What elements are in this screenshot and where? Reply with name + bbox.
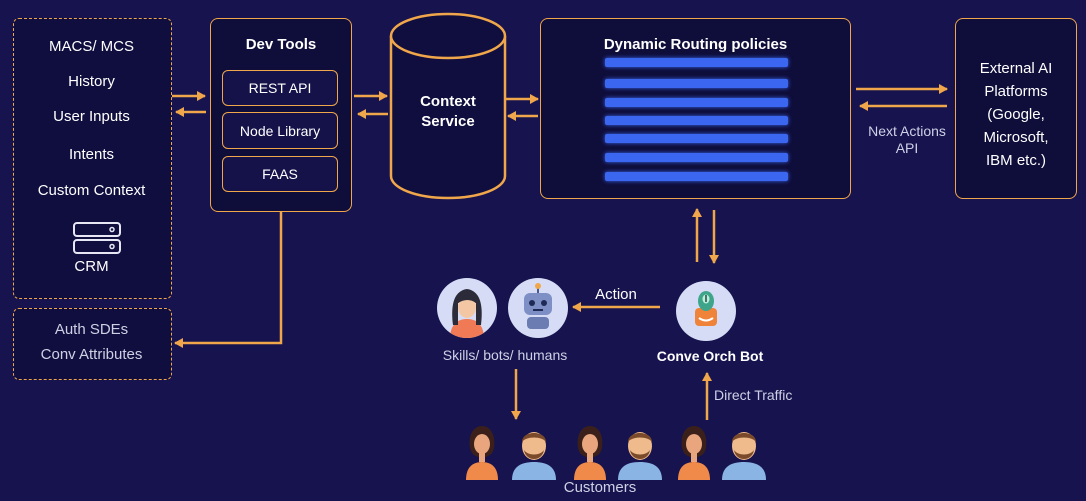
external-ai-panel [955,18,1077,199]
policy-bar [605,116,788,125]
source-custom-context: Custom Context [37,182,146,199]
crm-label: CRM [74,258,109,275]
direct-traffic-label: Direct Traffic [714,387,793,403]
policy-bar [605,79,788,88]
auth-panel [13,308,172,380]
robot-icon [508,278,568,338]
external-line: IBM etc.) [985,152,1046,169]
source-intents: Intents [68,146,115,163]
skills-label: Skills/ bots/ humans [442,347,568,363]
customer-man-icon [618,432,662,480]
policy-bar [605,98,788,107]
source-history: History [68,73,115,90]
faas-button[interactable]: FAAS [222,156,338,192]
external-line: Platforms [984,83,1048,100]
policy-bar [605,172,788,181]
action-label: Action [595,286,637,303]
routing-panel [540,18,851,199]
orch-bot-label: Conve Orch Bot [656,348,764,364]
external-line: External AI [979,60,1053,77]
external-ai-text: External AI Platforms (Google, Microsoft… [955,57,1077,172]
server-icon [73,222,121,254]
customers-label: Customers [563,479,637,496]
context-service-cylinder [389,12,507,200]
auth-sdes-label: Auth SDEs [54,321,129,338]
rest-api-button[interactable]: REST API [222,70,338,106]
routing-title: Dynamic Routing policies [603,36,788,53]
external-line: (Google, [987,106,1045,123]
node-library-button[interactable]: Node Library [222,112,338,149]
customer-woman-icon [466,426,498,480]
customer-woman-icon [574,426,606,480]
context-service-title-1: Context [420,93,476,110]
arrow-devtools-to-auth [174,212,283,348]
external-line: Microsoft, [983,129,1049,146]
dev-tools-title: Dev Tools [245,36,317,53]
customer-man-icon [722,432,766,480]
conv-attributes-label: Conv Attributes [40,346,143,363]
policy-bar [605,153,788,162]
policy-bar [605,58,788,67]
context-service-title-2: Service [421,113,475,130]
woman-avatar-icon [437,278,497,338]
next-actions-label: Next Actions [868,123,946,139]
customer-woman-icon [678,426,710,480]
customers-group [450,420,770,480]
customer-man-icon [512,432,556,480]
source-user-inputs: User Inputs [53,108,130,125]
next-actions-api-label: API [895,140,919,156]
orch-bot-icon [676,281,736,341]
policy-bar [605,134,788,143]
source-macs: MACS/ MCS [48,38,134,55]
